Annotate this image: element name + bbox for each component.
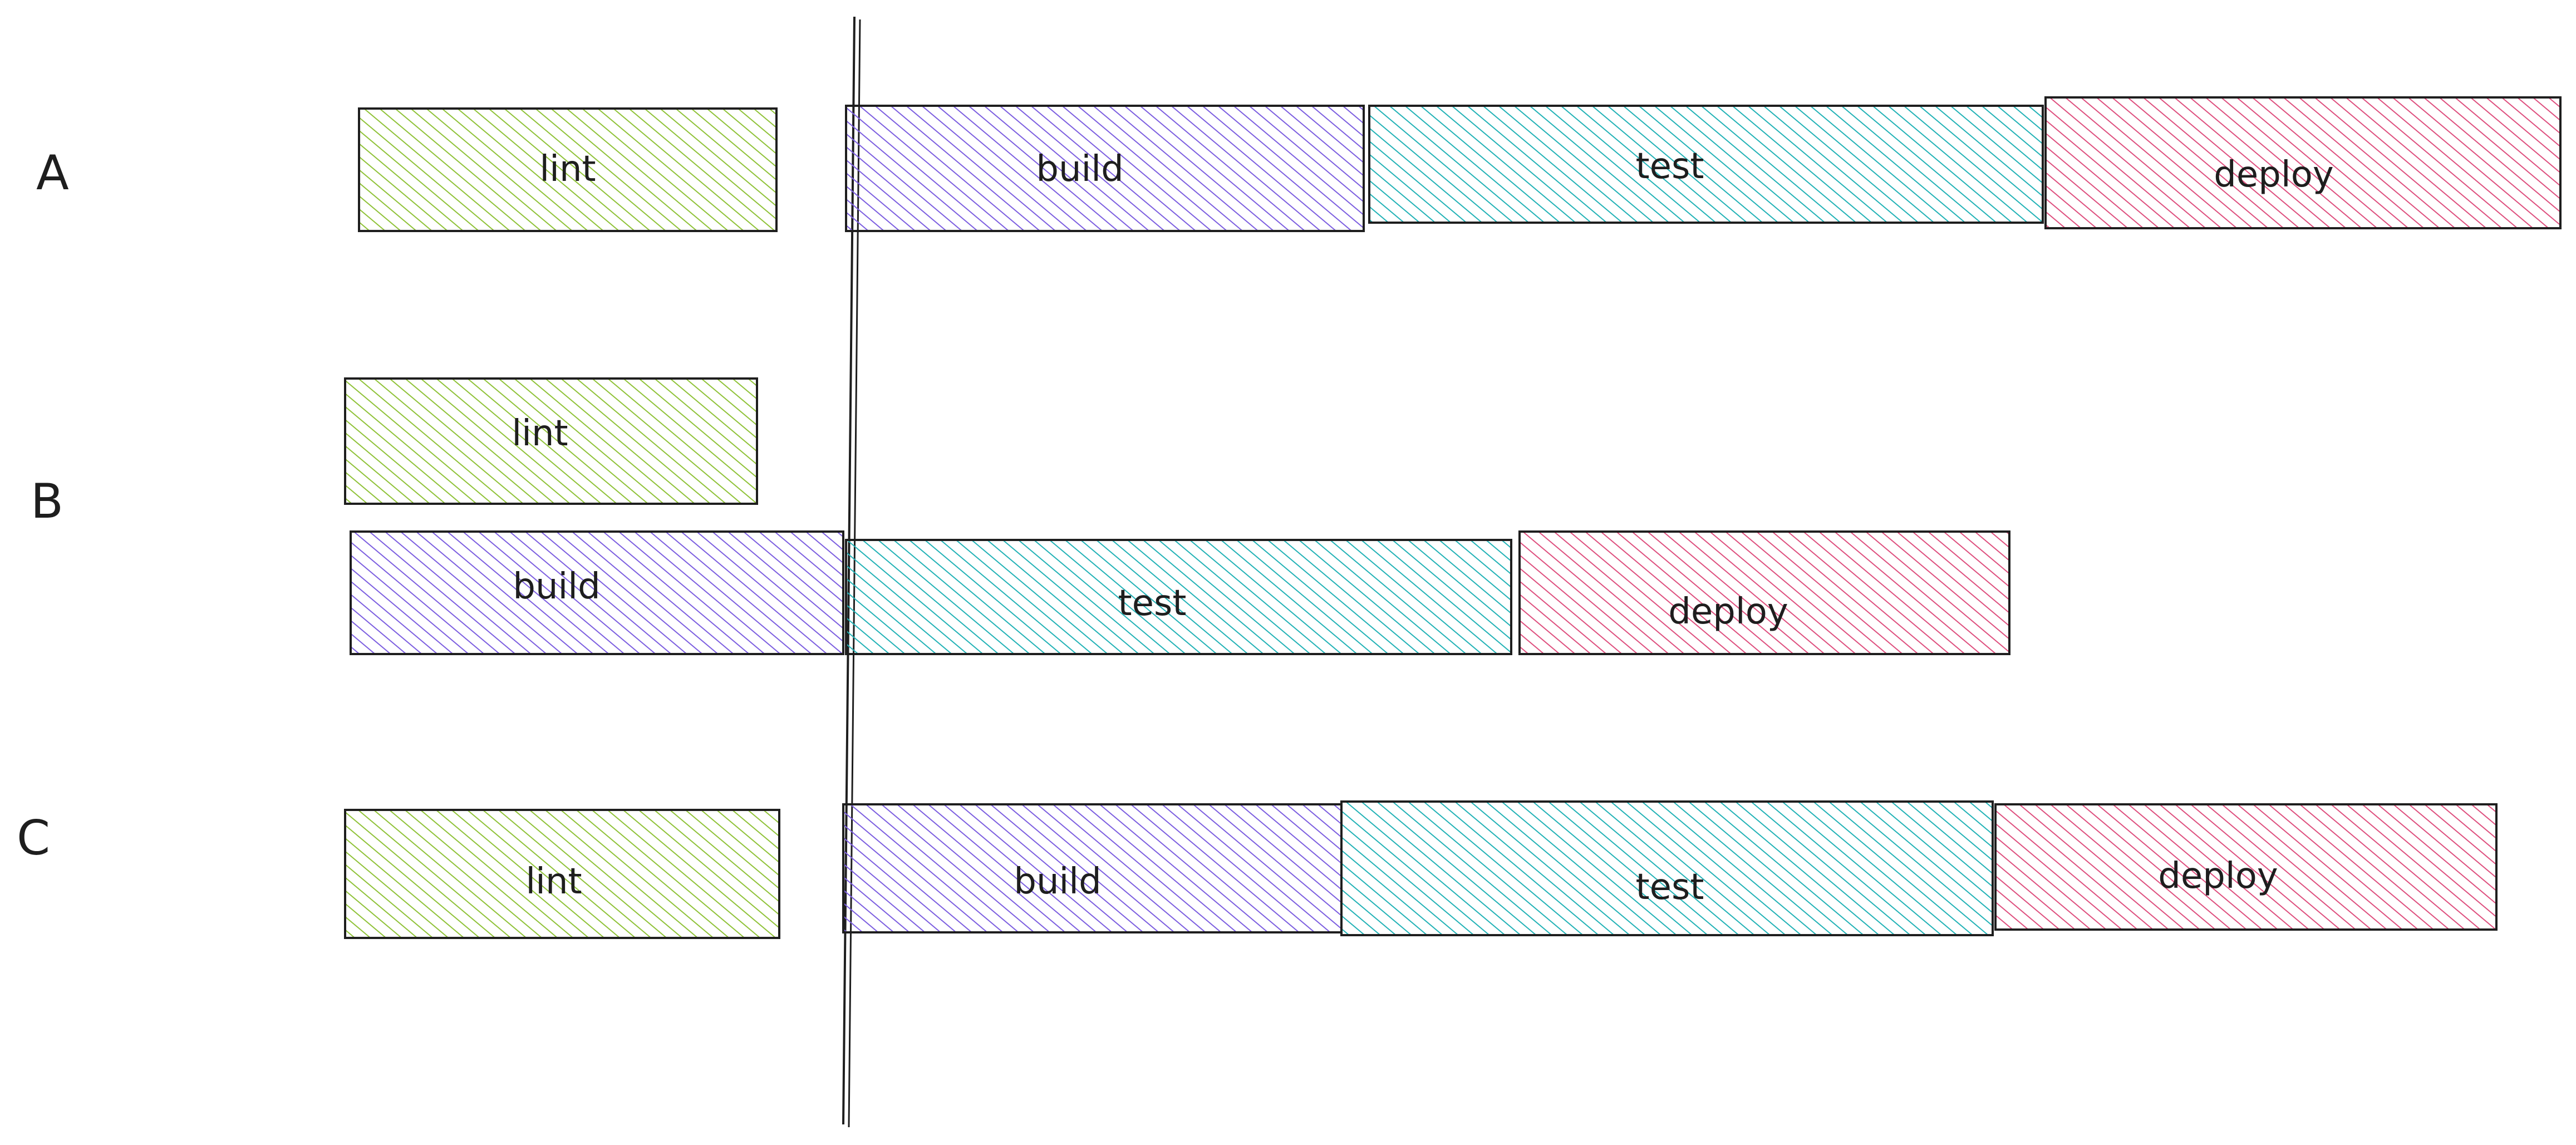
row-a-build-stage: build bbox=[845, 105, 1365, 232]
row-b-test-stage: test bbox=[845, 539, 1512, 655]
row-label-c: C bbox=[17, 810, 50, 866]
row-c-lint-stage: lint bbox=[344, 809, 780, 939]
stage-label: deploy bbox=[2214, 154, 2333, 195]
stage-label: test bbox=[1636, 146, 1704, 187]
stage-label: test bbox=[1118, 583, 1187, 624]
row-c-test-stage: test bbox=[1340, 800, 1994, 936]
stage-label: build bbox=[1036, 149, 1123, 190]
row-a-deploy-stage: deploy bbox=[2044, 96, 2562, 229]
row-c-build-stage: build bbox=[842, 803, 1343, 933]
stage-label: lint bbox=[539, 149, 596, 190]
row-a-test-stage: test bbox=[1368, 105, 2044, 224]
stage-label: build bbox=[513, 566, 600, 607]
stage-label: deploy bbox=[2158, 856, 2278, 897]
row-b-deploy-stage: deploy bbox=[1518, 530, 2010, 655]
row-b-build-stage: build bbox=[350, 530, 844, 655]
row-a-lint-stage: lint bbox=[358, 107, 778, 232]
row-label-a: A bbox=[36, 145, 69, 201]
stage-label: deploy bbox=[1668, 591, 1788, 632]
stage-label: lint bbox=[512, 413, 568, 454]
row-label-b: B bbox=[31, 474, 63, 529]
stage-label: test bbox=[1636, 867, 1704, 908]
stage-label: build bbox=[1014, 861, 1101, 902]
stage-label: lint bbox=[525, 861, 582, 902]
row-c-deploy-stage: deploy bbox=[1994, 803, 2498, 931]
row-b-lint-stage: lint bbox=[344, 377, 758, 505]
